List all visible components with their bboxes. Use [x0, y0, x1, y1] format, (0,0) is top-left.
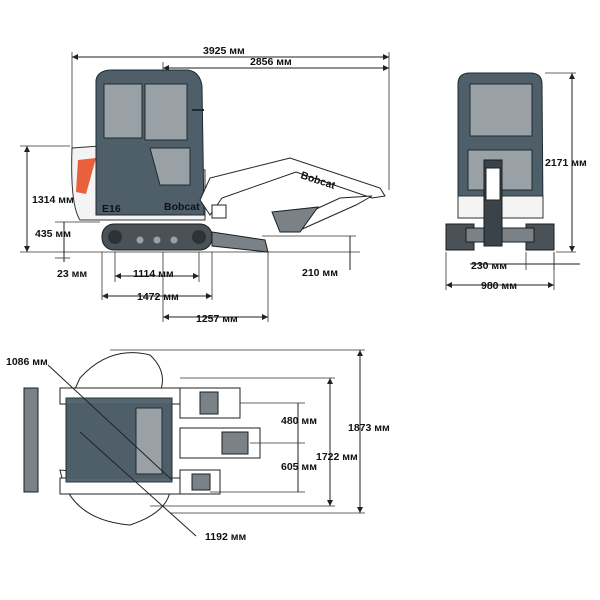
label-offset-480: 480 мм [281, 415, 317, 427]
label-track-1114: 1114 мм [133, 268, 174, 280]
label-offset-605: 605 мм [281, 461, 317, 473]
label-blade-210: 210 мм [302, 267, 338, 279]
top-arm-assemblies [179, 387, 261, 495]
cab-brand-label: Bobcat [164, 201, 200, 213]
accent-stripe [76, 158, 96, 194]
dim-tail-radius [47, 364, 173, 481]
dozer-blade-arm [211, 231, 269, 253]
boom [199, 157, 386, 216]
dim-front-radius [79, 431, 197, 537]
label-ground-435: 435 мм [35, 228, 71, 240]
cab-window-rear [103, 83, 143, 139]
label-front-width: 980 мм [481, 280, 517, 292]
front-windshield [469, 83, 533, 137]
top-dozer-blade [23, 387, 39, 493]
boom-swing [211, 204, 227, 219]
label-tail-radius: 1086 мм [6, 356, 48, 368]
label-overall-length: 3925 мм [203, 45, 245, 57]
front-cylinder [485, 167, 501, 201]
model-label: E16 [102, 203, 121, 215]
bucket [271, 206, 320, 233]
cab-window-front [144, 83, 188, 141]
label-transport-length: 2856 мм [250, 56, 292, 68]
top-view: 1086 мм 480 мм 605 мм 1722 мм 1873 мм 11… [6, 349, 390, 543]
label-front-height: 2171 мм [545, 157, 587, 169]
front-view: 2171 мм 230 мм 980 мм [445, 72, 587, 292]
side-view: E16 Bobcat Bobcat 3925 мм 2856 мм 1314 м… [20, 45, 390, 325]
label-blade-1257: 1257 мм [196, 313, 238, 325]
label-track-23: 23 мм [57, 268, 87, 280]
track-rollers [108, 230, 206, 244]
label-track-width: 230 мм [471, 260, 507, 272]
label-height-1314: 1314 мм [32, 194, 74, 206]
label-under-1472: 1472 мм [137, 291, 179, 303]
label-front-radius: 1192 мм [205, 531, 246, 543]
cab-door-window [149, 147, 191, 186]
label-width-1873: 1873 мм [348, 422, 390, 434]
label-width-1722: 1722 мм [316, 451, 358, 463]
